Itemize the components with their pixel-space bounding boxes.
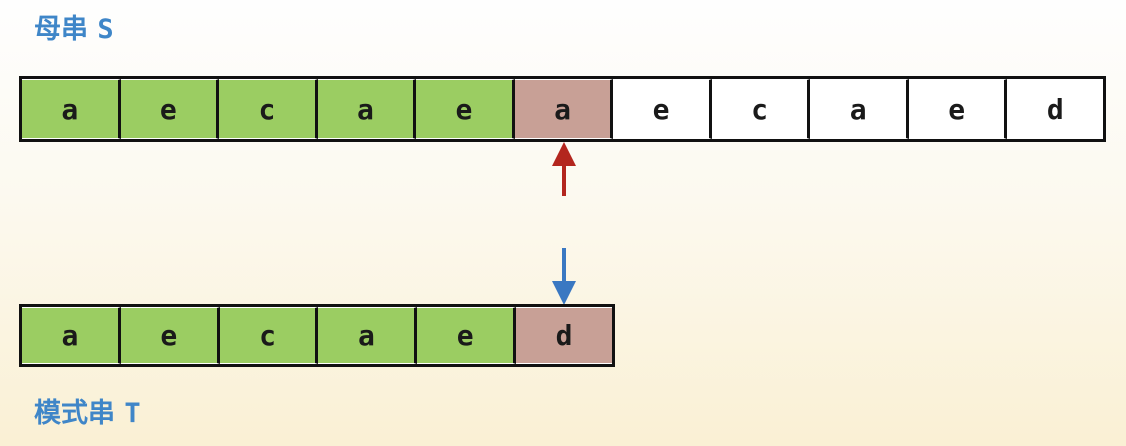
pattern-string-cell-2: c [219,307,319,364]
main-string-cell-8: a [810,79,909,139]
main-string-label: 母串 S [34,16,114,43]
main-string-cell-6: e [613,79,712,139]
pattern-string-label-var: T [124,398,141,429]
main-string-cell-10: d [1007,79,1104,139]
main-string-cell-9: e [908,79,1008,139]
pattern-string-cell-0: a [22,307,121,364]
main-string-cell-3: a [317,79,417,139]
main-string-cell-0: a [22,79,121,139]
main-string-label-var: S [97,14,114,45]
pattern-string-label-cn: 模式串 [34,398,115,429]
pattern-string-cell-4: e [417,307,517,364]
pattern-string-cell-3: a [318,307,418,364]
main-string-label-cn: 母串 [34,14,88,45]
main-string-cell-1: e [120,79,220,139]
pattern-string-cell-5: d [516,307,612,364]
main-string-cell-5: a [514,79,614,139]
pattern-string-cell-1: e [120,307,220,364]
main-string-cell-2: c [219,79,318,139]
main-string-cell-4: e [416,79,515,139]
pattern-string-label: 模式串 T [34,400,141,427]
main-string-cell-7: c [711,79,811,139]
